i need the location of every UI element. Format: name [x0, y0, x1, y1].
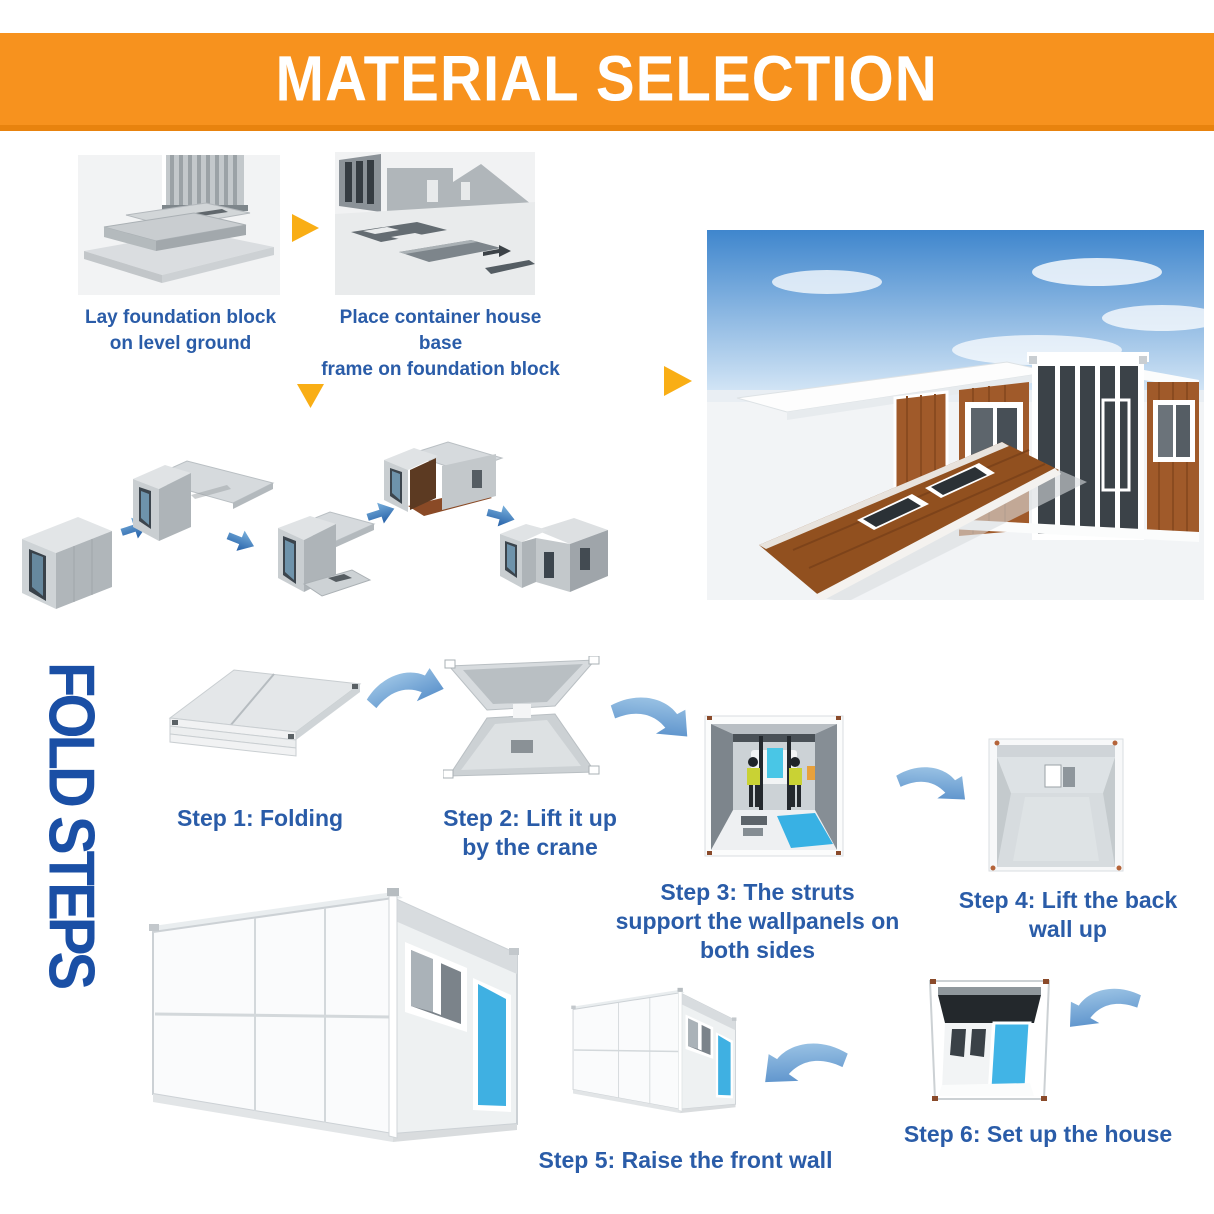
step2-caption: Step 2: Lift it up by the crane — [420, 804, 640, 862]
base-frame-illustration — [335, 152, 535, 295]
caption-line: support the wallpanels on — [615, 908, 900, 934]
unfold-stage-closed — [22, 517, 112, 609]
caption-line: Step 3: The struts — [660, 879, 855, 905]
caption-line: Step 6: Set up the house — [903, 1121, 1173, 1147]
step1-caption: Step 1: Folding — [140, 804, 380, 833]
unfold-stage-roof-floor-open — [278, 511, 376, 597]
caption-line: Place container house base — [339, 307, 542, 354]
step4-caption: Step 4: Lift the back wall up — [948, 886, 1188, 944]
step5-caption: Step 5: Raise the front wall — [518, 1146, 853, 1175]
curved-arrow-icon — [1057, 964, 1146, 1049]
caption-line: Step 4: Lift the back — [958, 887, 1178, 913]
curved-arrow-icon — [753, 1016, 853, 1109]
step5-raised-wall-image — [147, 886, 521, 1144]
foundation-blocks-illustration — [78, 155, 280, 295]
arrow-down-triangle-icon — [297, 384, 324, 408]
step6-setup-image — [928, 979, 1051, 1101]
step6-caption: Step 6: Set up the house — [893, 1120, 1183, 1149]
banner-title: MATERIAL SELECTION — [275, 43, 939, 115]
caption-line: both sides — [699, 937, 815, 963]
unfold-stage-walls-extending — [384, 441, 504, 516]
fold-steps-label: FOLD STEPS — [35, 662, 108, 987]
unfold-stage-fully-expanded — [500, 518, 608, 592]
step1-folded-unit-image — [168, 669, 362, 757]
caption-line: Step 1: Folding — [176, 805, 344, 831]
arrow-right-triangle-icon — [292, 214, 319, 242]
step3-caption: Step 3: The struts support the wallpanel… — [615, 878, 900, 965]
expanded-house-photo — [707, 230, 1204, 600]
arrow-right-triangle-icon — [664, 366, 692, 396]
step4-back-wall-image — [988, 738, 1124, 872]
caption-line: Step 5: Raise the front wall — [538, 1147, 833, 1173]
foundation-caption: Lay foundation block on level ground — [68, 305, 293, 357]
caption-line: by the crane — [462, 834, 598, 860]
caption-line: frame on foundation block — [321, 359, 560, 380]
base-frame-caption: Place container house base frame on foun… — [318, 305, 563, 383]
curved-arrow-icon — [606, 671, 700, 761]
step3-struts-image — [704, 715, 844, 857]
caption-line: wall up — [1029, 916, 1107, 942]
caption-line: Step 2: Lift it up — [443, 805, 617, 831]
banner: MATERIAL SELECTION — [0, 33, 1214, 131]
caption-line: on level ground — [109, 333, 252, 354]
step2-lifted-unit-image — [443, 656, 600, 779]
curved-arrow-icon — [892, 744, 976, 822]
step5-small-container-image — [570, 987, 738, 1114]
caption-line: Lay foundation block — [84, 307, 277, 328]
curved-arrow-icon — [365, 660, 447, 718]
unfold-stage-roof-opening — [133, 460, 275, 541]
